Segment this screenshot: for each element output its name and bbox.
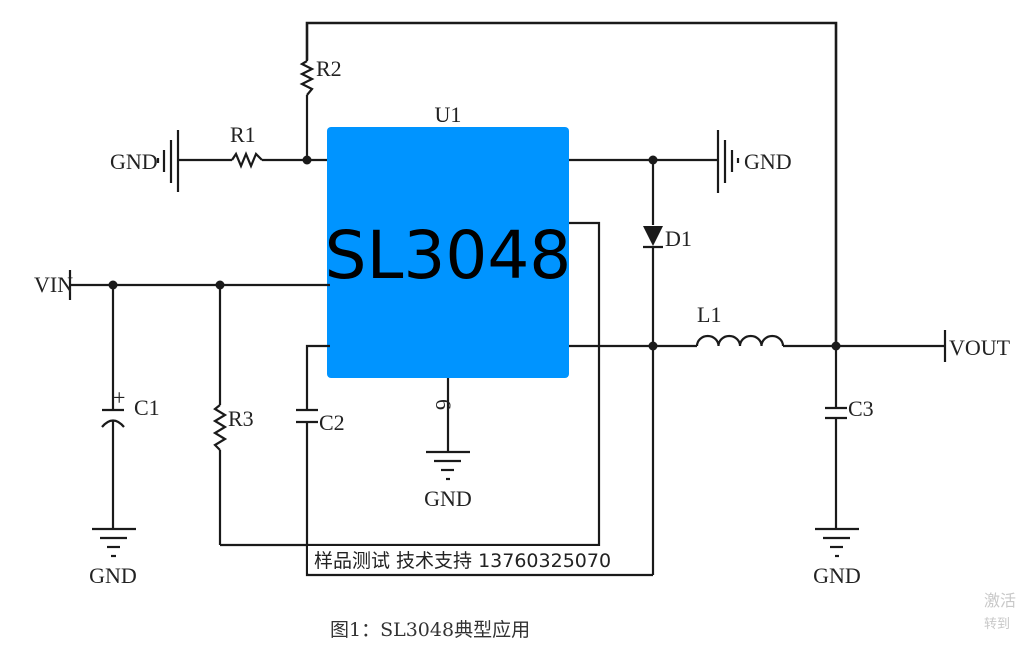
label-r2: R2 [316,56,342,81]
label-u1: U1 [435,102,462,127]
wire-c2-loop [305,344,653,577]
ground-symbol-chip [426,450,470,481]
label-gnd-right: GND [744,149,792,174]
ground-symbol-c3 [815,527,859,558]
ground-symbol-left [156,130,180,192]
label-c1-plus: + [113,385,125,410]
diode-d1 [643,226,663,246]
watermark-line1: 激活 [984,591,1016,610]
resistor-r3 [212,404,228,451]
chip-part-number: SL3048 [325,217,572,294]
wire-feedback-top [305,21,838,347]
label-gnd-c1: GND [89,563,137,588]
label-gnd-c3: GND [813,563,861,588]
resistor-r1 [231,151,263,169]
label-vout: VOUT [949,335,1011,360]
label-l1: L1 [697,302,721,327]
label-gnd-chip: GND [424,486,472,511]
chip-u1 [327,127,569,378]
junction-dot [648,341,658,351]
resistor-r2 [299,60,315,96]
figure-caption: 图1：SL3048典型应用 [330,619,530,641]
ground-symbol-c1 [92,527,136,558]
ground-symbol-right [716,130,740,193]
junction-dot [302,155,312,165]
label-gnd-left: GND [110,149,158,174]
wire-chip-loop [220,221,601,547]
label-r3: R3 [228,406,254,431]
label-d1: D1 [665,226,692,251]
label-r1: R1 [230,122,256,147]
label-c1: C1 [134,395,160,420]
label-c2: C2 [319,410,345,435]
support-note: 样品测试 技术支持 13760325070 [314,550,611,572]
note-background [308,546,651,573]
label-pin-6: 6 [431,399,456,410]
watermark-line2: 转到 [984,617,1010,632]
inductor-l1 [695,334,785,347]
label-vin: VIN [34,272,73,297]
capacitor-c1-curved-plate [101,419,125,428]
label-c3: C3 [848,396,874,421]
